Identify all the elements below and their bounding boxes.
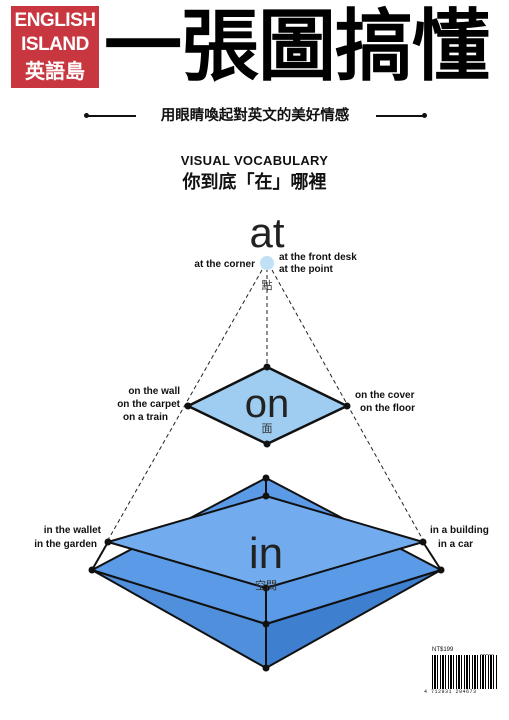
right-line-decoration (376, 115, 426, 117)
right-dot-decoration (422, 113, 427, 118)
at-word: at (249, 209, 284, 256)
magazine-title: 一張圖搞懂 (104, 2, 490, 92)
section-kicker: VISUAL VOCABULARY (180, 153, 329, 168)
left-line-decoration (86, 115, 136, 117)
on-vertex (263, 363, 271, 371)
in-example-left: in the garden (34, 539, 97, 550)
on-plane-vertices (184, 363, 351, 448)
in-vertex (419, 538, 427, 546)
in-vertex (104, 538, 112, 546)
in-shape (91, 477, 442, 669)
in-example-left: in the wallet (44, 525, 102, 536)
on-example-left: on the carpet (117, 399, 180, 410)
on-word: on (245, 382, 290, 426)
at-example-right: at the front desk (279, 252, 357, 263)
on-vertex (263, 440, 271, 448)
barcode-icon (432, 655, 498, 689)
subtitle: 用眼睛喚起對英文的美好情感 (160, 108, 350, 124)
on-example-left: on a train (123, 412, 168, 423)
english-island-logo: ENGLISH ISLAND 英語島 (11, 6, 99, 88)
on-example-left: on the wall (128, 386, 180, 397)
in-meaning: 空間 (255, 578, 277, 592)
at-meaning: 點 (262, 279, 273, 292)
on-example-right: on the floor (360, 403, 415, 414)
in-vertex (262, 664, 270, 672)
on-example-right: on the cover (355, 390, 415, 401)
subtitle-row: 用眼睛喚起對英文的美好情感 (80, 106, 430, 126)
on-vertex (184, 402, 192, 410)
in-vertex (262, 474, 270, 482)
in-shape-edge-left (91, 541, 109, 571)
in-shape-edge-right (422, 541, 442, 571)
in-vertex (88, 566, 96, 574)
at-example-left: at the corner (194, 259, 255, 270)
logo-line-english: ENGLISH (14, 10, 96, 31)
in-word: in (249, 529, 283, 578)
logo-line-island: ISLAND (21, 34, 89, 55)
barcode-number: 4 712931 294673 (424, 689, 477, 695)
in-shape-vertices (88, 474, 445, 672)
in-example-right: in a building (430, 525, 489, 536)
in-vertex (262, 492, 270, 500)
logo-line-chinese: 英語島 (25, 59, 85, 83)
in-vertex (437, 566, 445, 574)
on-vertex (343, 402, 351, 410)
at-example-right: at the point (279, 264, 334, 275)
in-example-right: in a car (438, 539, 473, 550)
in-vertex (262, 584, 270, 592)
on-meaning: 面 (262, 422, 273, 435)
at-point (260, 256, 274, 270)
section-question: 你到底「在」哪裡 (182, 172, 327, 193)
cover-price: NT$199 (432, 647, 454, 653)
in-vertex (262, 620, 270, 628)
